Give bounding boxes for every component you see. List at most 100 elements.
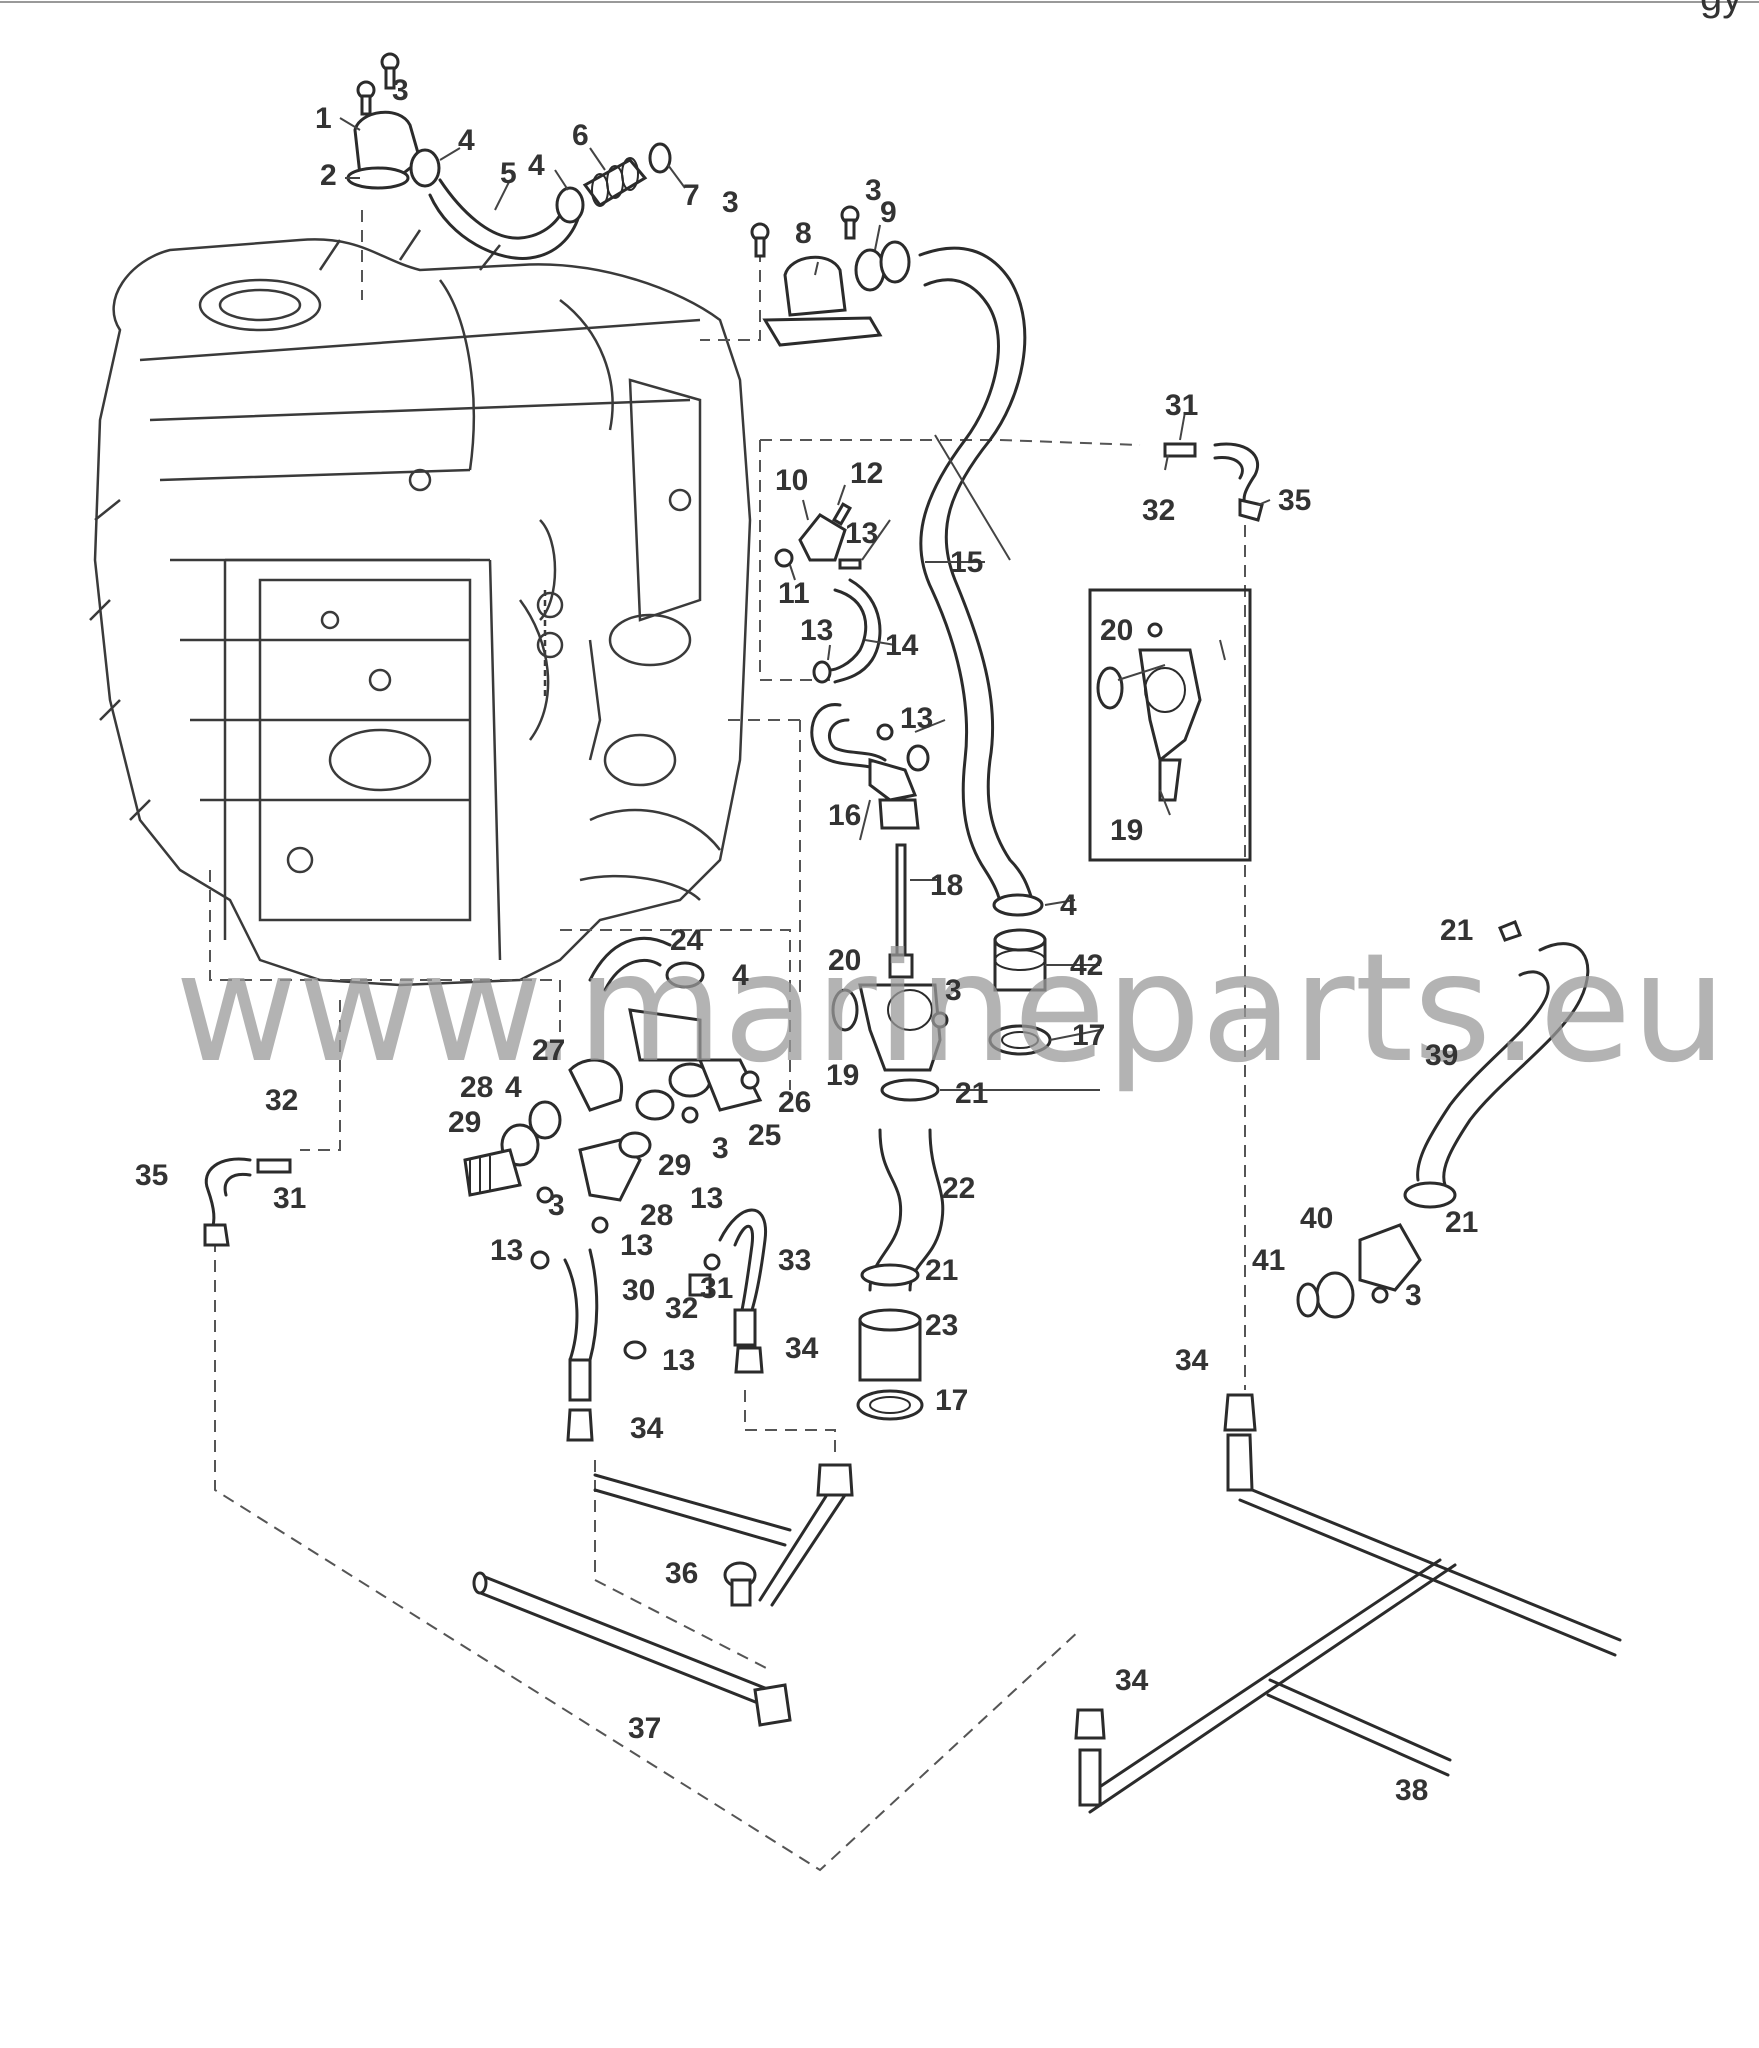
tube-38-assembly xyxy=(1074,1393,1622,1814)
callout-28: 28 xyxy=(640,1199,673,1232)
callout-21: 21 xyxy=(1440,914,1473,947)
callout-28: 28 xyxy=(460,1071,493,1104)
callout-20: 20 xyxy=(1100,614,1133,647)
callout-19: 19 xyxy=(826,1059,859,1092)
callout-1: 1 xyxy=(315,102,332,135)
callout-17: 17 xyxy=(1072,1019,1105,1052)
callout-32: 32 xyxy=(265,1084,298,1117)
callout-41: 41 xyxy=(1252,1244,1285,1277)
callout-19: 19 xyxy=(1110,814,1143,847)
callout-31: 31 xyxy=(273,1182,306,1215)
outlet-housing-upper xyxy=(346,52,422,190)
callout-16: 16 xyxy=(828,799,861,832)
callout-29: 29 xyxy=(658,1149,691,1182)
callout-42: 42 xyxy=(1070,949,1103,982)
callout-13: 13 xyxy=(662,1344,695,1377)
callout-17: 17 xyxy=(935,1384,968,1417)
callout-38: 38 xyxy=(1395,1774,1428,1807)
callout-3: 3 xyxy=(712,1132,729,1165)
callout-4: 4 xyxy=(505,1071,522,1104)
tube-42-and-clamp-4 xyxy=(988,893,1052,1056)
thermostat-housing-8 xyxy=(750,205,911,347)
callout-13: 13 xyxy=(800,614,833,647)
hose-15 xyxy=(918,246,1037,907)
callout-36: 36 xyxy=(665,1557,698,1590)
hose-5 xyxy=(409,148,585,260)
callout-32: 32 xyxy=(665,1292,698,1325)
hose-22-stack xyxy=(856,1078,945,1421)
housing-19-center xyxy=(831,983,949,1072)
callout-14: 14 xyxy=(885,629,919,662)
callout-12: 12 xyxy=(850,457,883,490)
callout-2: 2 xyxy=(320,159,337,192)
left-fitting-cluster xyxy=(463,936,763,1442)
callout-31: 31 xyxy=(700,1272,733,1305)
callout-34: 34 xyxy=(1175,1344,1209,1377)
engine-block xyxy=(89,229,752,987)
callout-13: 13 xyxy=(845,517,878,550)
tube-37 xyxy=(472,1571,792,1727)
callout-39: 39 xyxy=(1425,1039,1458,1072)
fitting-35-left xyxy=(203,1157,292,1247)
callout-4: 4 xyxy=(528,149,545,182)
callout-40: 40 xyxy=(1300,1202,1333,1235)
callout-20: 20 xyxy=(828,944,861,977)
callout-32: 32 xyxy=(1142,494,1175,527)
callout-27: 27 xyxy=(532,1034,565,1067)
callout-15: 15 xyxy=(950,546,983,579)
callout-24: 24 xyxy=(670,924,704,957)
watermark: www.marineparts.eu xyxy=(175,922,1727,1096)
tube-36-assembly xyxy=(593,1463,854,1607)
fitting-10 xyxy=(774,502,862,570)
hose-16 xyxy=(810,703,930,830)
callout-13: 13 xyxy=(620,1229,653,1262)
callout-35: 35 xyxy=(1278,484,1311,517)
callout-18: 18 xyxy=(930,869,963,902)
callout-4: 4 xyxy=(732,959,749,992)
callout-21: 21 xyxy=(1445,1206,1478,1239)
callout-4: 4 xyxy=(458,124,475,157)
callout-34: 34 xyxy=(630,1412,664,1445)
callout-8: 8 xyxy=(795,217,812,250)
callout-29: 29 xyxy=(448,1106,481,1139)
callout-11: 11 xyxy=(778,577,810,610)
callout-3: 3 xyxy=(392,74,409,107)
callout-10: 10 xyxy=(775,464,808,497)
leader-lines xyxy=(339,117,1271,1091)
hose-39-assembly xyxy=(1296,920,1590,1319)
callout-21: 21 xyxy=(925,1254,958,1287)
callout-26: 26 xyxy=(778,1086,811,1119)
connector-6 xyxy=(582,142,672,207)
callout-22: 22 xyxy=(942,1172,975,1205)
callout-35: 35 xyxy=(135,1159,168,1192)
callout-23: 23 xyxy=(925,1309,958,1342)
callout-labels: 3 1 4 6 2 5 4 7 3 3 9 8 31 12 10 35 32 1… xyxy=(135,74,1478,1807)
callout-33: 33 xyxy=(778,1244,811,1277)
callout-37: 37 xyxy=(628,1712,661,1745)
fitting-35-right xyxy=(1163,442,1264,522)
assembly-dashed-lines xyxy=(209,210,1246,1872)
callout-3: 3 xyxy=(722,186,739,219)
inset-detail-box xyxy=(1088,588,1252,862)
callout-3: 3 xyxy=(945,974,962,1007)
callout-13: 13 xyxy=(690,1182,723,1215)
callout-9: 9 xyxy=(880,196,897,229)
callout-21: 21 xyxy=(955,1077,988,1110)
callout-4: 4 xyxy=(1060,889,1077,922)
callout-7: 7 xyxy=(683,179,700,212)
callout-5: 5 xyxy=(500,157,517,190)
hose-14 xyxy=(812,578,882,684)
callout-3: 3 xyxy=(548,1189,565,1222)
callout-3: 3 xyxy=(1405,1279,1422,1312)
callout-34: 34 xyxy=(1115,1664,1149,1697)
header-fragment: gy xyxy=(1700,0,1742,19)
callout-34: 34 xyxy=(785,1332,819,1365)
callout-25: 25 xyxy=(748,1119,781,1152)
callout-30: 30 xyxy=(622,1274,655,1307)
callout-3: 3 xyxy=(865,174,882,207)
callout-31: 31 xyxy=(1165,389,1198,422)
callout-13: 13 xyxy=(490,1234,523,1267)
callout-6: 6 xyxy=(572,119,589,152)
hose-33 xyxy=(688,1208,768,1374)
